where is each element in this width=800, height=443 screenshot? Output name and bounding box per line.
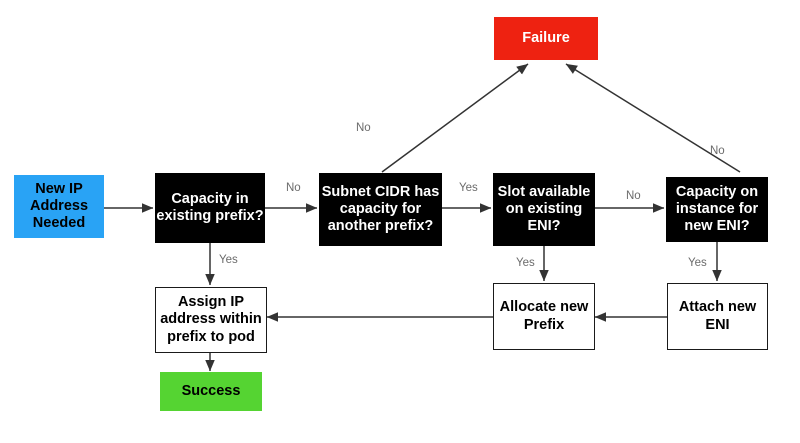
edge-label-instance-eni-yes: Yes	[688, 257, 707, 269]
node-failure[interactable]: Failure	[494, 17, 598, 60]
edge-label-capacity-prefix-yes: Yes	[219, 254, 238, 266]
node-success[interactable]: Success	[160, 372, 262, 411]
node-assign-ip-address[interactable]: Assign IP address within prefix to pod	[155, 287, 267, 353]
edge-label-slot-eni-yes: Yes	[516, 257, 535, 269]
edge-label-instance-eni-no: No	[710, 145, 725, 157]
edge-label-capacity-prefix-no: No	[286, 182, 301, 194]
node-capacity-in-existing-prefix[interactable]: Capacity in existing prefix?	[155, 173, 265, 243]
node-slot-available-on-existing-eni[interactable]: Slot available on existing ENI?	[493, 173, 595, 246]
node-subnet-cidr-has-capacity[interactable]: Subnet CIDR has capacity for another pre…	[319, 173, 442, 246]
node-new-ip-address-needed[interactable]: New IP Address Needed	[14, 175, 104, 238]
node-attach-new-eni[interactable]: Attach new ENI	[667, 283, 768, 350]
edge-subnet-cidr-no-to-failure	[381, 63, 529, 173]
edge-label-slot-eni-no: No	[626, 190, 641, 202]
node-allocate-new-prefix[interactable]: Allocate new Prefix	[493, 283, 595, 350]
edge-label-subnet-cidr-no: No	[356, 122, 371, 134]
edge-label-subnet-cidr-yes: Yes	[459, 182, 478, 194]
node-capacity-on-instance-for-new-eni[interactable]: Capacity on instance for new ENI?	[666, 177, 768, 242]
